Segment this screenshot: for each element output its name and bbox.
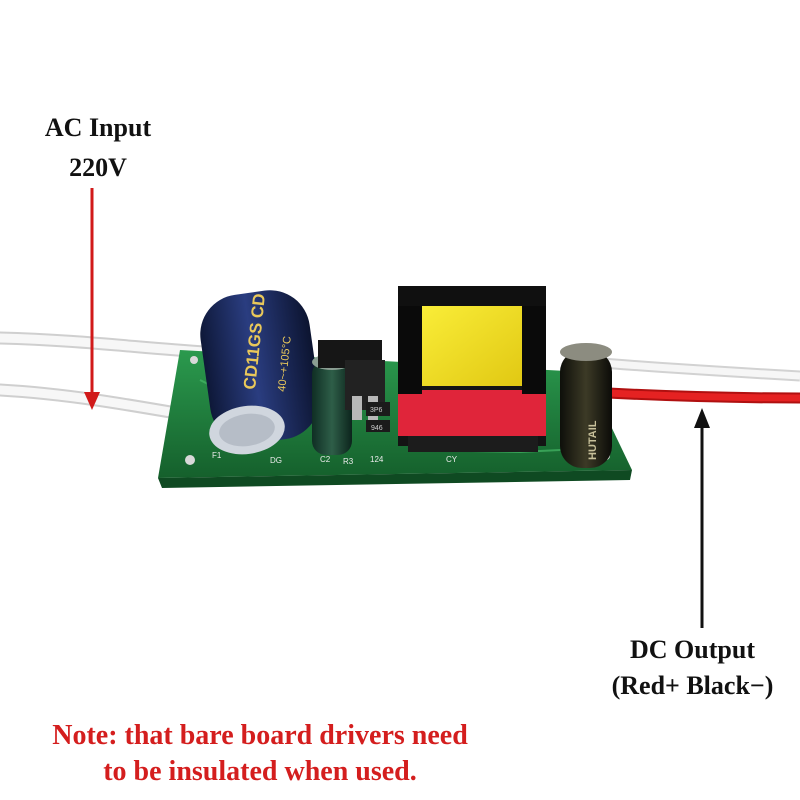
dc-output-arrow (694, 408, 710, 628)
silk-f1: F1 (212, 451, 222, 460)
silk-r3: R3 (343, 457, 354, 466)
mosfet-chip: 3P6 946 (318, 340, 390, 432)
dc-output-wires (589, 356, 800, 404)
chip-label: 3P6 (370, 407, 383, 414)
insulation-note: Note: that bare board drivers need to be… (0, 718, 520, 790)
capacitor-main: CD11GS CD 40~+105°C (200, 290, 320, 455)
silk-dg: DG (270, 456, 282, 465)
ac-input-arrow (84, 188, 100, 410)
output-cap-label: HUTAIL (587, 420, 599, 460)
transformer (398, 286, 546, 452)
dc-output-polarity: (Red+ Black−) (611, 671, 774, 700)
note-line-2: to be insulated when used. (103, 756, 417, 787)
silk-c2: C2 (320, 455, 331, 464)
ac-input-voltage: 220V (69, 153, 127, 182)
capacitor-output: HUTAIL (560, 343, 612, 468)
ac-input-label: AC Input 220V (18, 108, 178, 188)
ac-input-title: AC Input (44, 113, 152, 142)
dc-output-title: DC Output (630, 635, 755, 664)
silkscreen: F1 DG C2 R3 124 CY (212, 451, 458, 466)
silk-124: 124 (370, 455, 384, 464)
resistor-label: 946 (371, 425, 383, 432)
note-line-1: Note: that bare board drivers need (52, 720, 468, 751)
capacitor-rating: 40~+105°C (276, 336, 294, 393)
dc-output-label: DC Output (Red+ Black−) (585, 632, 800, 704)
silk-cy: CY (446, 455, 458, 464)
